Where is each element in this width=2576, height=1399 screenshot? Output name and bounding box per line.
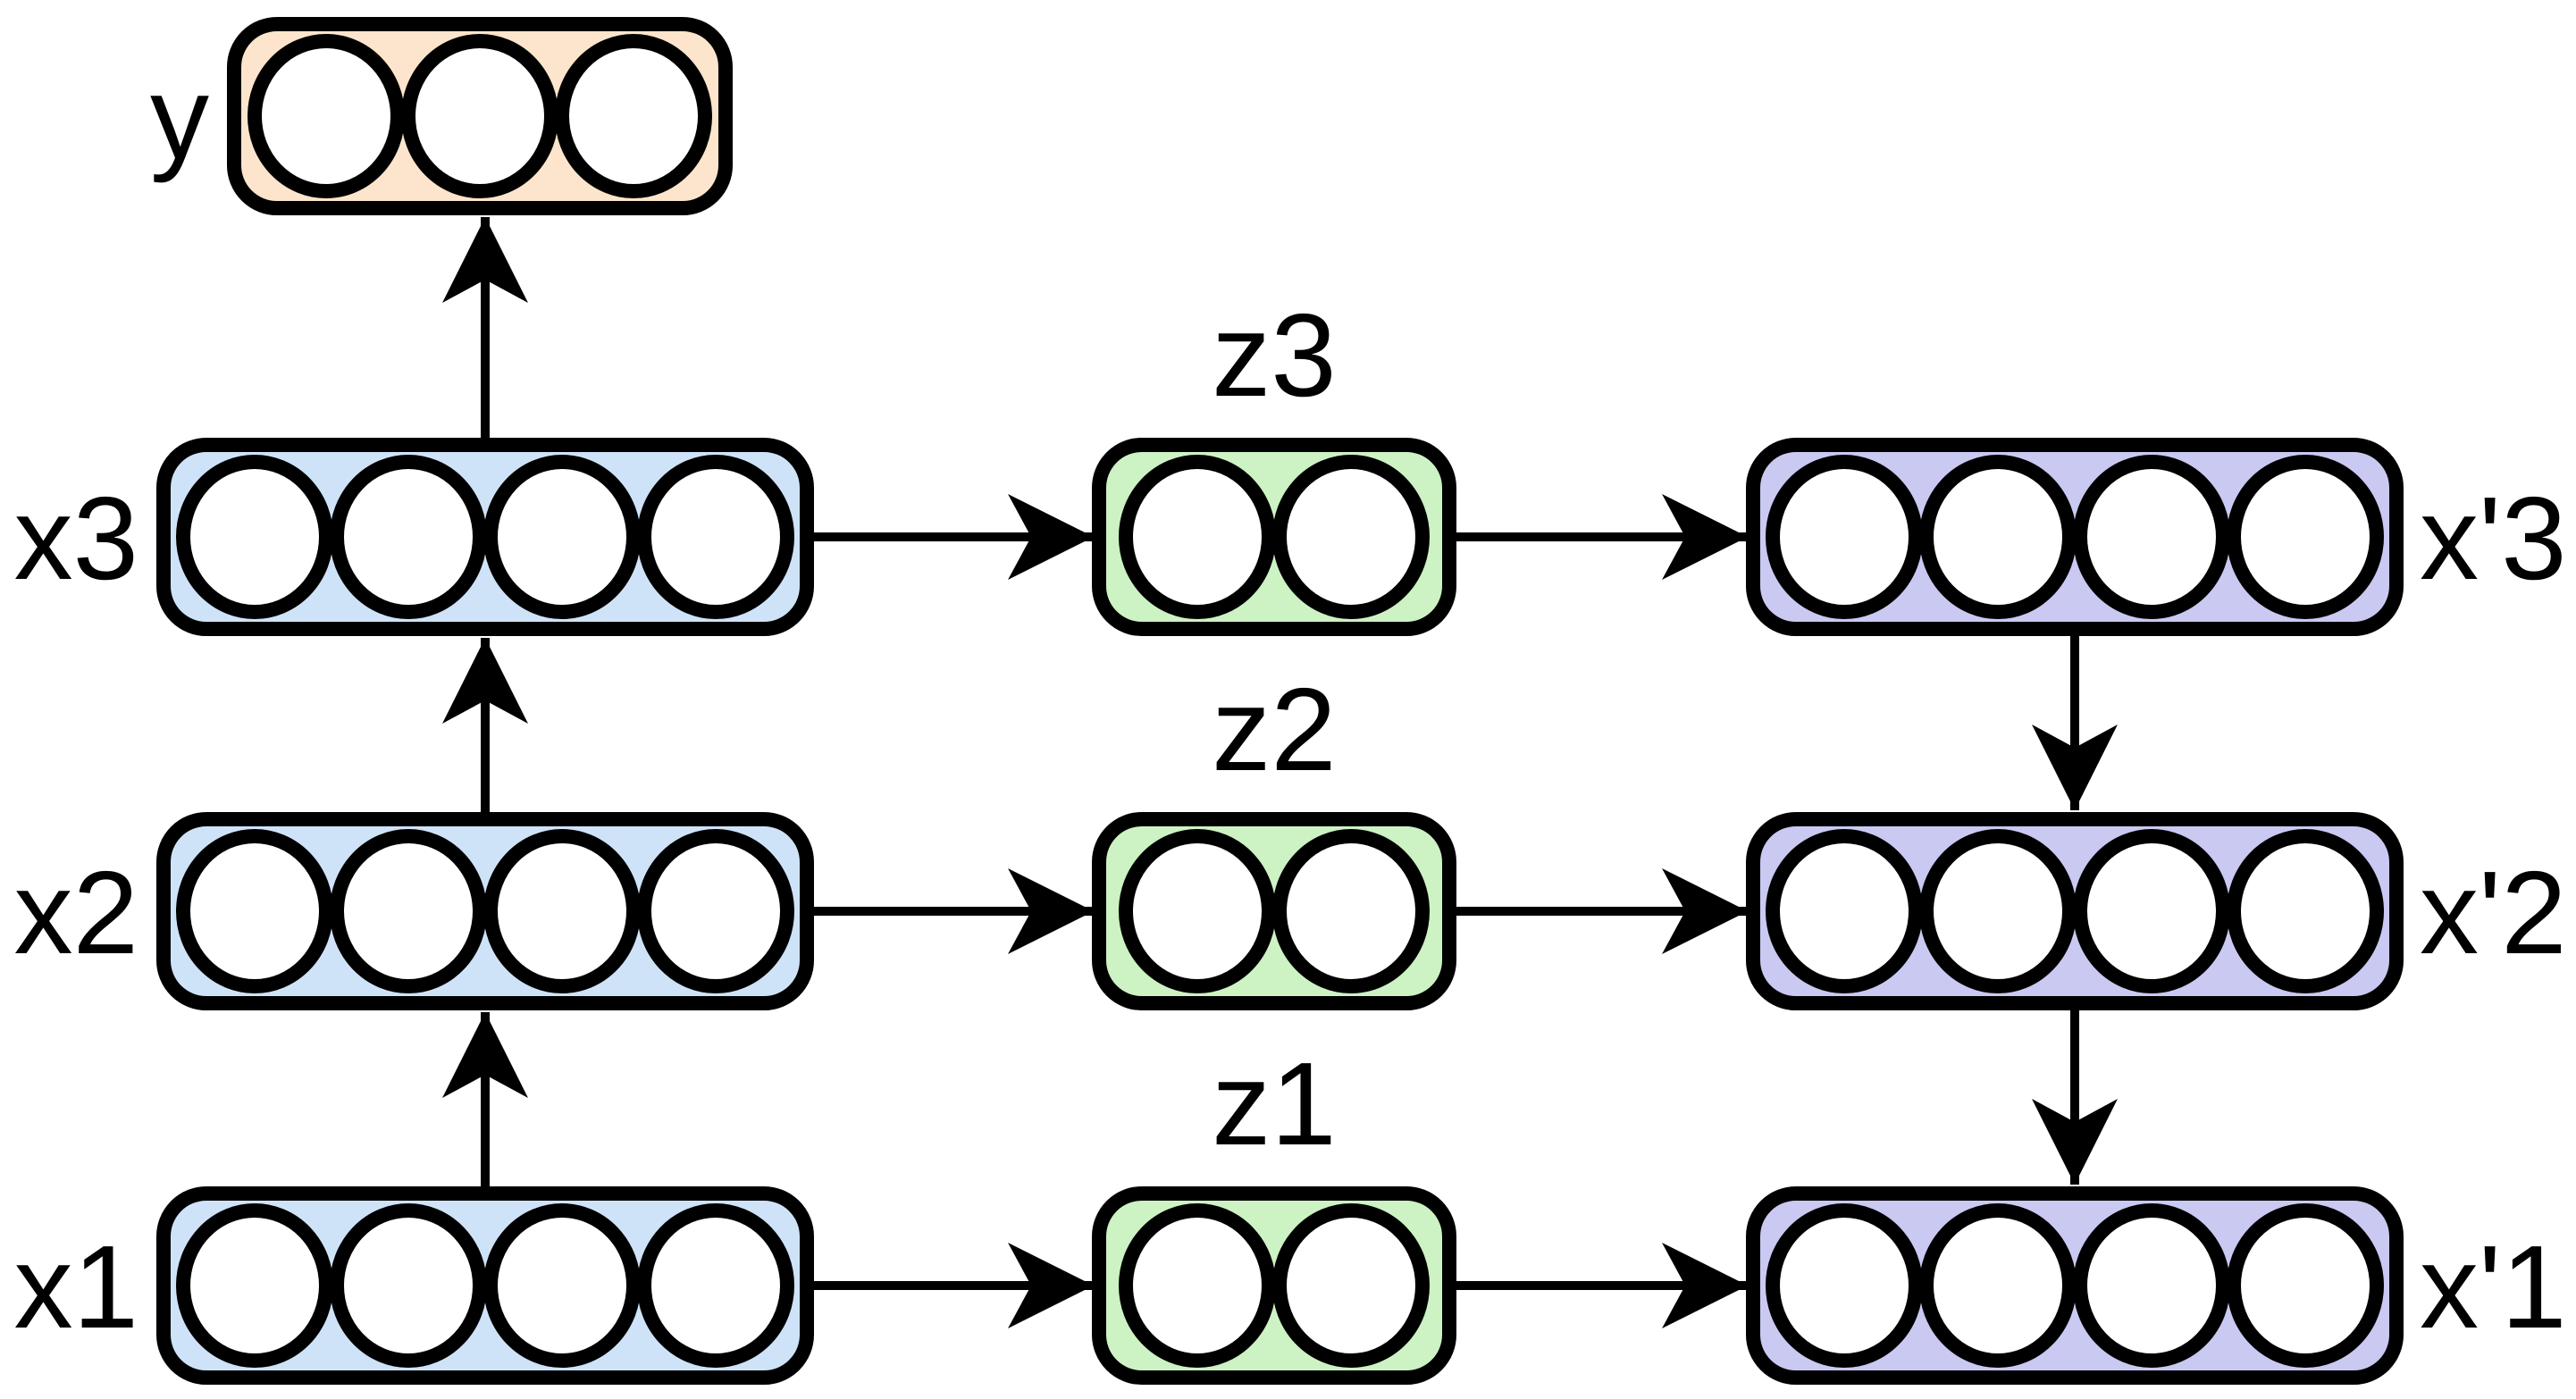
unit-circle (1119, 455, 1276, 619)
unit-circle (2227, 829, 2384, 993)
node-label-xp2: x'2 (2420, 847, 2567, 978)
unit-circle (1766, 1203, 1923, 1368)
node-z2 (1092, 812, 1456, 1010)
unit-circle (330, 829, 487, 993)
node-z3 (1092, 438, 1456, 636)
unit-circle (1919, 829, 2077, 993)
unit-circle (483, 1203, 641, 1368)
node-label-x2: x2 (14, 847, 138, 978)
unit-circle (401, 34, 558, 198)
unit-circle (483, 829, 641, 993)
node-label-xp3: x'3 (2420, 473, 2567, 604)
node-z1 (1092, 1186, 1456, 1385)
node-label-z2: z2 (1212, 664, 1336, 795)
unit-circle (176, 1203, 333, 1368)
unit-circle (637, 829, 794, 993)
unit-circle (637, 1203, 794, 1368)
node-y (227, 17, 733, 215)
unit-circle (176, 829, 333, 993)
unit-circle (176, 455, 333, 619)
node-xp3 (1746, 438, 2404, 636)
node-label-x3: x3 (14, 473, 138, 604)
unit-circle (1272, 829, 1430, 993)
node-label-xp1: x'1 (2420, 1221, 2567, 1353)
unit-circle (248, 34, 405, 198)
node-label-y: y (150, 52, 209, 183)
node-xp1 (1746, 1186, 2404, 1385)
unit-circle (1272, 1203, 1430, 1368)
node-label-z3: z3 (1212, 289, 1336, 421)
unit-circle (2073, 829, 2230, 993)
unit-circle (1766, 455, 1923, 619)
unit-circle (1919, 455, 2077, 619)
node-label-z1: z1 (1212, 1038, 1336, 1169)
unit-circle (637, 455, 794, 619)
unit-circle (1119, 1203, 1276, 1368)
unit-circle (330, 455, 487, 619)
unit-circle (1272, 455, 1430, 619)
unit-circle (1919, 1203, 2077, 1368)
node-x3 (156, 438, 814, 636)
unit-circle (483, 455, 641, 619)
node-x2 (156, 812, 814, 1010)
node-xp2 (1746, 812, 2404, 1010)
unit-circle (2227, 1203, 2384, 1368)
unit-circle (1766, 829, 1923, 993)
unit-circle (555, 34, 712, 198)
unit-circle (1119, 829, 1276, 993)
unit-circle (2073, 455, 2230, 619)
node-label-x1: x1 (14, 1221, 138, 1353)
unit-circle (2227, 455, 2384, 619)
unit-circle (330, 1203, 487, 1368)
node-x1 (156, 1186, 814, 1385)
unit-circle (2073, 1203, 2230, 1368)
